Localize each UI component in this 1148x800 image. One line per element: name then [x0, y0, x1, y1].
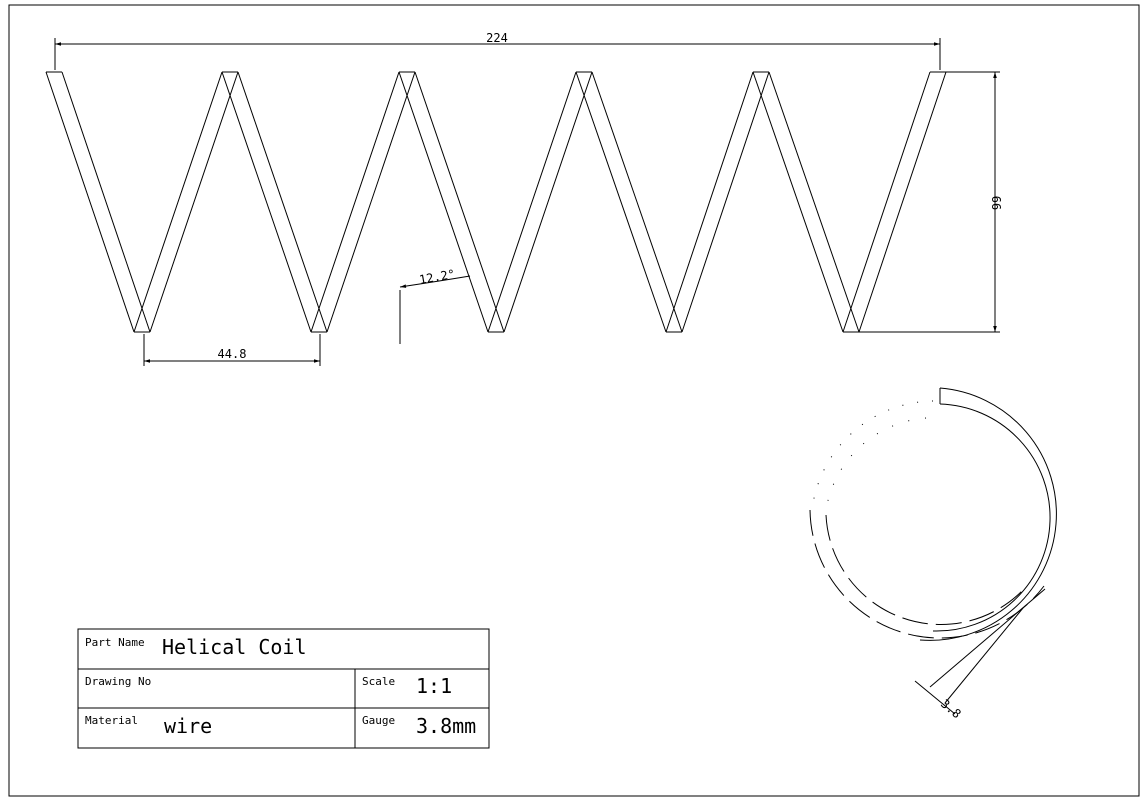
coil-strand-down-5-edge-b: [768, 71, 860, 333]
coil-strand-down-1-edge-a: [45, 71, 135, 333]
scale-value: 1:1: [416, 674, 452, 698]
hidden-dashes-inner: [825, 514, 1024, 625]
overall-length-text: 224: [486, 31, 508, 45]
coil-strand-up-3-edge-b: [503, 71, 593, 333]
coil-strand-down-4-edge-b: [591, 71, 683, 333]
hidden-dots-outer: [811, 400, 934, 511]
coil-strand-up-5-edge-a: [842, 71, 931, 333]
gauge-value: 3.8mm: [416, 714, 476, 738]
coil-strand-up-4-edge-a: [665, 71, 754, 333]
coil-strand-up-2-edge-b: [326, 71, 416, 333]
coil-side-view: [45, 71, 947, 333]
coil-strand-down-3-edge-b: [414, 71, 505, 333]
angle-arc: [399, 275, 471, 288]
hidden-dots-inner: [825, 417, 927, 511]
pitch-text: 44.8: [218, 347, 247, 361]
hidden-dashes-outer: [809, 509, 1045, 639]
coil-strand-down-2-edge-a: [221, 71, 312, 333]
part-name-label: Part Name: [85, 636, 145, 649]
wire-exit-line-upper: [929, 588, 1046, 688]
title-block: Part Name Helical Coil Drawing No Scale …: [77, 628, 490, 749]
scale-label: Scale: [362, 675, 395, 688]
wire-exit-line-lower: [944, 607, 1024, 704]
overall-length-dimension: 224: [54, 31, 941, 70]
angle-text: 12.2°: [418, 267, 456, 287]
coil-strand-up-2-edge-a: [310, 71, 400, 333]
coil-strand-up-3-edge-a: [487, 71, 577, 333]
coil-strand-down-4-edge-a: [575, 71, 667, 333]
height-text: 66: [989, 196, 1003, 210]
title-block-border: [77, 628, 490, 749]
material-value: wire: [164, 714, 212, 738]
coil-strand-up-5-edge-b: [858, 71, 947, 333]
coil-strand-up-4-edge-b: [681, 71, 770, 333]
gauge-label: Gauge: [362, 714, 395, 727]
drawing-no-label: Drawing No: [85, 675, 151, 688]
helix-angle-dimension: 12.2°: [399, 267, 471, 344]
end-view-outer-arc: [919, 387, 1057, 641]
end-view-inner-arc: [932, 403, 1051, 632]
material-label: Material: [85, 714, 138, 727]
height-dimension: 66: [858, 71, 1003, 333]
sheet-border: [8, 4, 1140, 797]
pitch-dimension: 44.8: [143, 334, 321, 366]
coil-strand-down-3-edge-a: [398, 71, 489, 333]
coil-end-view: 3.8: [809, 387, 1057, 722]
coil-strand-down-1-edge-b: [61, 71, 151, 333]
part-name-value: Helical Coil: [162, 635, 307, 659]
wire-dia-text: 3.8: [938, 697, 964, 722]
coil-strand-down-5-edge-a: [752, 71, 844, 333]
coil-strand-up-1-edge-b: [149, 71, 239, 333]
wire-dia-leader: [914, 680, 956, 715]
coil-strand-up-1-edge-a: [133, 71, 223, 333]
coil-strand-down-2-edge-b: [237, 71, 328, 333]
